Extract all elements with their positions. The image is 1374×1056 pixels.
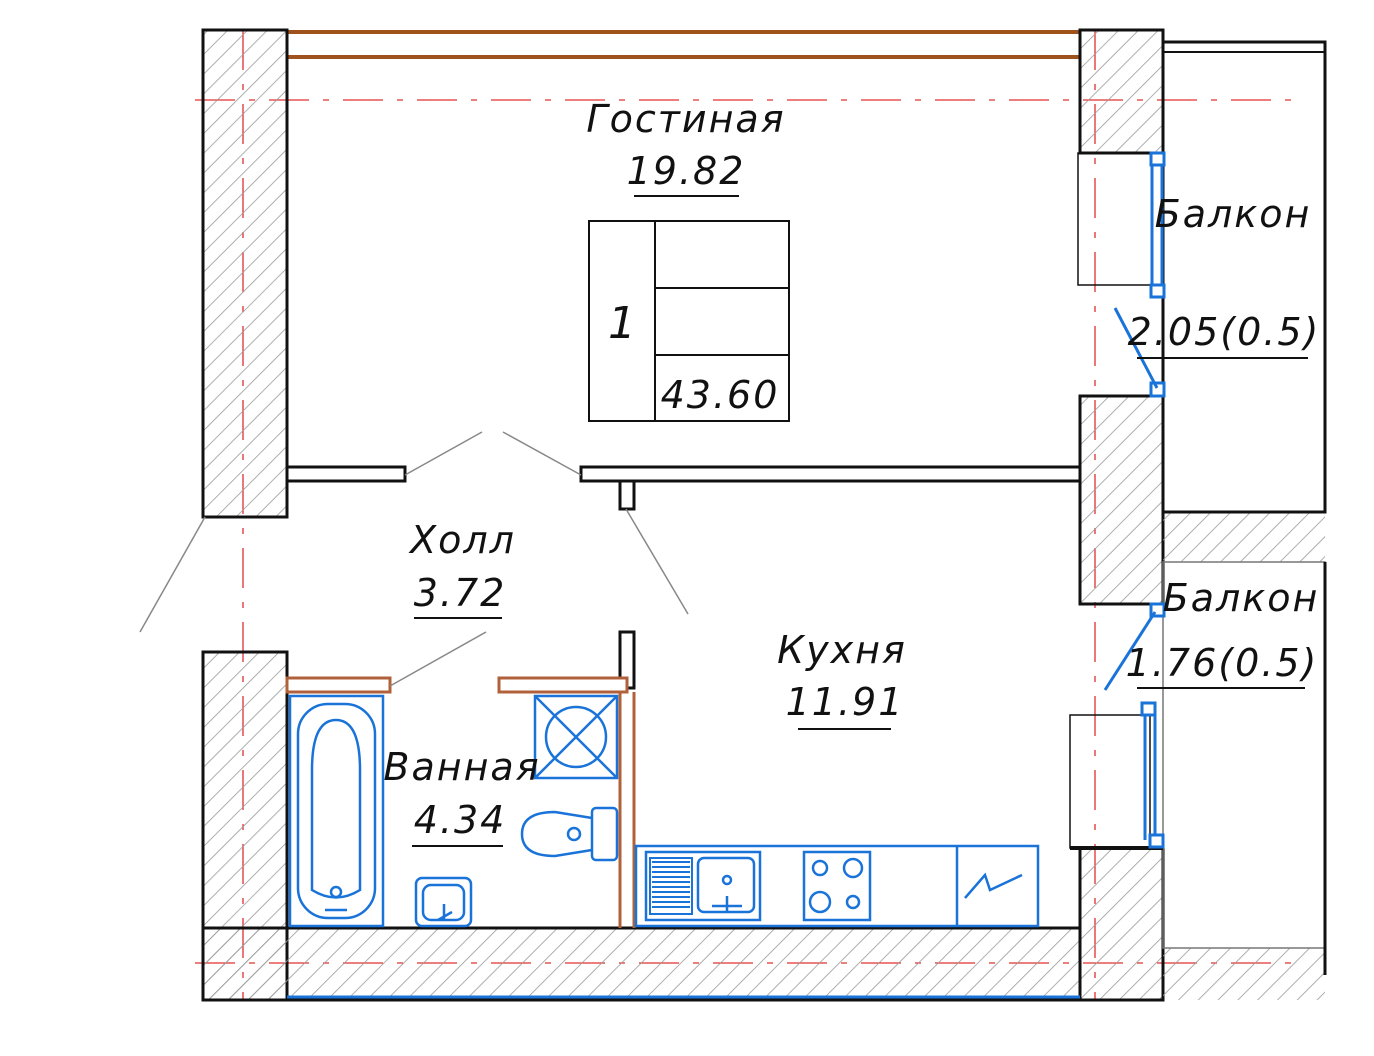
balcony-1-name: Балкон — [1155, 192, 1312, 236]
bathtub-icon — [288, 694, 385, 928]
stove-icon — [802, 850, 872, 922]
interior-walls — [285, 465, 1082, 690]
room-label-hall: Холл 3.72 — [408, 518, 516, 619]
bathroom-name: Ванная — [383, 745, 540, 789]
bathroom-sink-icon — [414, 876, 473, 928]
total-area: 43.60 — [661, 373, 780, 417]
bath-partitions — [285, 676, 636, 928]
rooms-count: 1 — [608, 298, 636, 349]
balcony-doors — [1103, 151, 1166, 849]
room-label-bath: Ванная 4.34 — [383, 745, 540, 847]
living-room-area: 19.82 — [627, 149, 746, 193]
toilet-icon — [520, 806, 619, 862]
drainboard-icon — [649, 857, 693, 915]
living-room-name: Гостиная — [586, 97, 785, 141]
balcony-2-area: 1.76(0.5) — [1126, 641, 1319, 685]
room-label-living: Гостиная 19.82 — [586, 97, 785, 197]
door-swings — [139, 431, 689, 687]
hall-area: 3.72 — [414, 571, 507, 615]
kitchen-counter — [634, 844, 1040, 928]
kitchen-area: 11.91 — [786, 680, 905, 724]
room-label-balcony-1: Балкон 2.05(0.5) — [1128, 192, 1321, 359]
hall-name: Холл — [408, 518, 516, 562]
exterior-walls — [201, 28, 1325, 1002]
kitchen-sink-icon — [644, 850, 762, 922]
kitchen-name: Кухня — [777, 628, 907, 672]
window-top — [287, 30, 1080, 59]
room-label-kitchen: Кухня 11.91 — [777, 628, 907, 730]
balcony-1-area: 2.05(0.5) — [1128, 310, 1321, 354]
balcony-2-name: Балкон — [1163, 576, 1320, 620]
ventilation-shaft-icon — [533, 694, 619, 780]
bathroom-area: 4.34 — [414, 798, 507, 842]
apartment-legend: 1 43.60 — [588, 220, 790, 422]
room-label-balcony-2: Балкон 1.76(0.5) — [1126, 576, 1320, 689]
